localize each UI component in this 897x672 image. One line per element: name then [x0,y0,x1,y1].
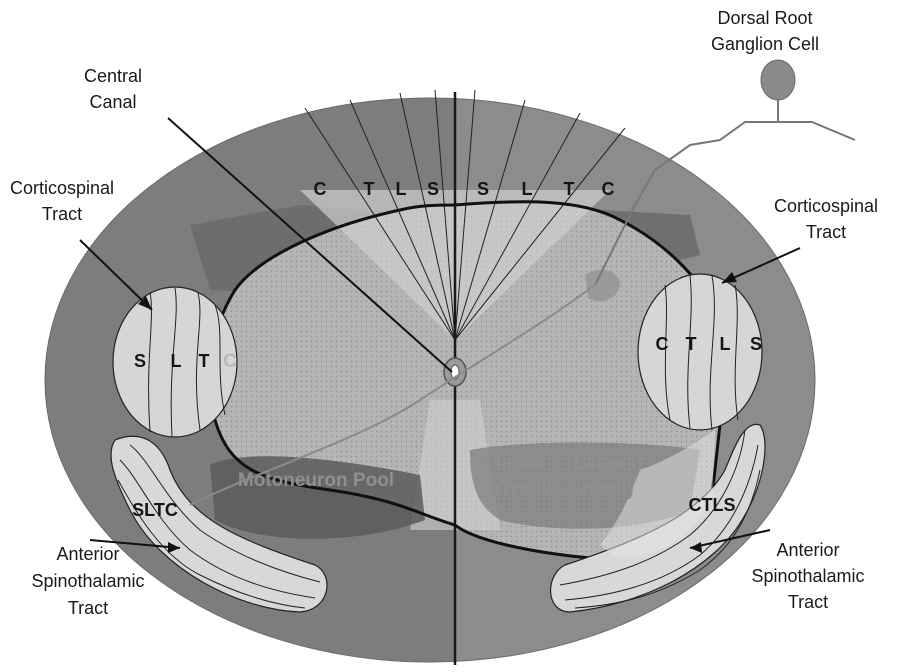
dorsal-letter: S [427,179,439,199]
corticospinal-letter: L [171,351,182,371]
central-canal-label-1: Central [84,66,142,86]
central-canal-label-2: Canal [89,92,136,112]
spinothalamic-left-letters: SLTC [132,500,178,520]
corticospinal-left-label-1: Corticospinal [10,178,114,198]
dorsal-letter: L [522,179,533,199]
dorsal-letter: C [314,179,327,199]
dorsal-letter: T [564,179,575,199]
corticospinal-letter: C [223,351,237,372]
medial-lateral-label-1: Medial → Latteral [485,453,642,474]
anterior-spinothalamic-right-label-3: Tract [788,592,828,612]
spinothalamic-right-letters: CTLS [689,495,736,515]
corticospinal-letter: C [656,334,669,354]
dorsal-letter: T [364,179,375,199]
dorsal-letter: C [602,179,615,199]
motoneuron-pool-label: Motoneuron Pool [238,470,394,491]
corticospinal-letter: S [134,351,146,371]
corticospinal-right-label-1: Corticospinal [774,196,878,216]
anterior-spinothalamic-left-label-1: Anterior [56,544,119,564]
anterior-spinothalamic-left-label-2: Spinothalamic [31,571,144,591]
corticospinal-letter: S [750,334,762,354]
corticospinal-letter: T [199,351,210,371]
dorsal-letter: S [477,179,489,199]
dorsal-root-ganglion-label-2: Ganglion Cell [711,34,819,54]
dorsal-root-ganglion-label-1: Dorsal Root [717,8,812,28]
corticospinal-right-label-2: Tract [806,222,846,242]
anterior-spinothalamic-right-label-2: Spinothalamic [751,566,864,586]
dorsal-letter: L [396,179,407,199]
anterior-spinothalamic-left-label-3: Tract [68,598,108,618]
medial-lateral-label-2: (Trunk → hand) [494,479,633,500]
corticospinal-left-label-2: Tract [42,204,82,224]
anterior-spinothalamic-right-label-1: Anterior [776,540,839,560]
corticospinal-letter: T [686,334,697,354]
corticospinal-letter: L [720,334,731,354]
